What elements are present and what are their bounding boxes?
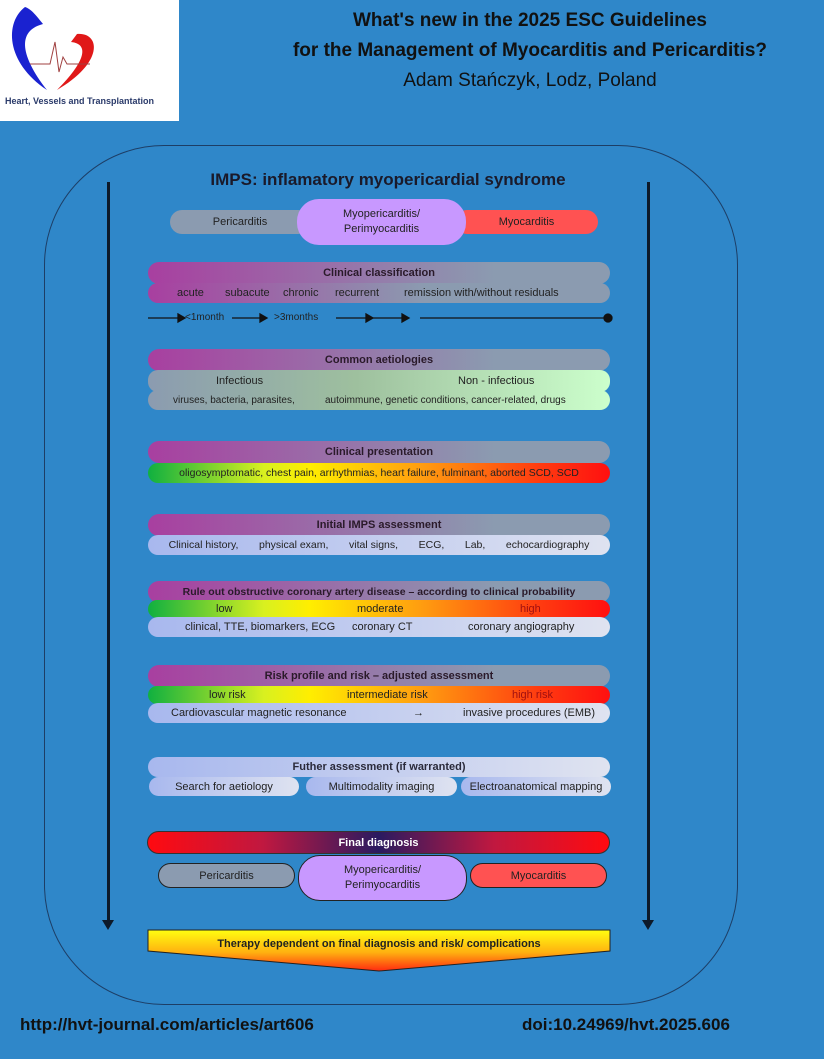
therapy-text: Therapy dependent on final diagnosis and…	[217, 938, 541, 950]
title-line-1: What's new in the 2025 ESC Guidelines	[353, 10, 707, 31]
aetiologies-header: Common aetiologies	[148, 349, 610, 371]
logo-caption: Heart, Vessels and Transplantation	[5, 96, 155, 106]
rule-out-header: Rule out obstructive coronary artery dis…	[148, 581, 610, 603]
risk-level-row: low risk intermediate risk high risk	[148, 686, 610, 704]
non-infectious-examples: autoimmune, genetic conditions, cancer-r…	[325, 394, 566, 406]
left-flow-line	[107, 182, 110, 922]
timeline-more-3-months: >3months	[274, 312, 319, 323]
initial-item: physical exam,	[258, 539, 329, 551]
class-subacute: subacute	[225, 287, 270, 299]
final-myocarditis: Myocarditis	[470, 863, 607, 888]
method-angiography: coronary angiography	[468, 621, 575, 633]
risk-header: Risk profile and risk – adjusted assessm…	[148, 665, 610, 687]
cmr-label: Cardiovascular magnetic resonance	[171, 707, 347, 719]
initial-item: Clinical history,	[168, 539, 239, 551]
presentation-header: Clinical presentation	[148, 441, 610, 463]
probability-low: low	[216, 603, 233, 615]
perimyocarditis-label: Perimyocarditis	[343, 223, 420, 235]
right-arrow-icon	[642, 920, 654, 930]
presentation-text: oligosymptomatic, chest pain, arrhythmia…	[179, 467, 579, 479]
left-arrow-icon	[102, 920, 114, 930]
class-acute: acute	[177, 287, 204, 299]
infectious-label: Infectious	[216, 375, 264, 387]
aetiologies-type-row: Infectious Non - infectious	[148, 370, 610, 392]
method-coronary-ct: coronary CT	[352, 621, 413, 633]
risk-intermediate: intermediate risk	[347, 689, 428, 701]
rule-out-methods-row: clinical, TTE, biomarkers, ECG coronary …	[148, 617, 610, 637]
therapy-banner-shape	[147, 929, 611, 972]
diagram-frame	[44, 145, 738, 1005]
timeline	[148, 312, 613, 324]
journal-logo: Heart, Vessels and Transplantation	[0, 0, 179, 121]
initial-item: vital signs,	[349, 539, 399, 551]
final-pericarditis: Pericarditis	[158, 863, 295, 888]
heart-logo-icon	[12, 7, 94, 90]
further-header: Futher assessment (if warranted)	[148, 757, 610, 777]
rule-out-probability-row: low moderate high	[148, 600, 610, 618]
aetiologies-examples-row: viruses, bacteria, parasites, autoimmune…	[148, 390, 610, 410]
doi[interactable]: doi:10.24969/hvt.2025.606	[522, 1015, 730, 1034]
probability-high: high	[520, 603, 541, 615]
initial-item: echocardiography	[505, 539, 590, 551]
risk-methods-row: Cardiovascular magnetic resonance → inva…	[148, 703, 610, 723]
further-mapping: Electroanatomical mapping	[461, 777, 611, 796]
final-diagnosis-header: Final diagnosis	[147, 831, 610, 854]
final-myopericarditis-label: Myopericarditis/	[343, 864, 422, 877]
classification-row: acute subacute chronic recurrent remissi…	[148, 283, 610, 303]
final-myopericarditis: Myopericarditis/ Perimyocarditis	[298, 855, 467, 901]
risk-low: low risk	[209, 689, 246, 701]
further-aetiology: Search for aetiology	[149, 777, 299, 796]
method-noninvasive: clinical, TTE, biomarkers, ECG	[185, 621, 336, 633]
arrow-right-icon: →	[413, 707, 424, 719]
initial-item: ECG,	[418, 539, 445, 551]
author: Adam Stańczyk, Lodz, Poland	[403, 70, 657, 91]
right-flow-line	[647, 182, 650, 922]
infectious-examples: viruses, bacteria, parasites,	[173, 394, 295, 406]
risk-high: high risk	[512, 689, 553, 701]
initial-assessment-row: Clinical history, physical exam, vital s…	[148, 535, 610, 555]
final-perimyocarditis-label: Perimyocarditis	[344, 879, 421, 891]
non-infectious-label: Non - infectious	[458, 375, 535, 387]
further-imaging: Multimodality imaging	[306, 777, 457, 796]
initial-item: Lab,	[464, 539, 486, 551]
title-line-2: for the Management of Myocarditis and Pe…	[292, 40, 768, 61]
myocarditis-pill: Myocarditis	[455, 210, 598, 234]
class-recurrent: recurrent	[335, 287, 380, 299]
further-title: Futher assessment (if warranted)	[292, 761, 466, 773]
initial-assessment-header: Initial IMPS assessment	[148, 514, 610, 536]
myopericarditis-label: Myopericarditis/	[342, 208, 421, 221]
article-url[interactable]: http://hvt-journal.com/articles/art606	[20, 1015, 314, 1034]
imps-title: IMPS: inflamatory myopericardial syndrom…	[210, 170, 566, 189]
presentation-row: oligosymptomatic, chest pain, arrhythmia…	[148, 463, 610, 483]
classification-header: Clinical classification	[148, 262, 610, 284]
myopericarditis-pill: Myopericarditis/ Perimyocarditis	[297, 199, 466, 245]
pericarditis-pill: Pericarditis	[170, 210, 310, 234]
probability-moderate: moderate	[357, 603, 404, 615]
class-remission: remission with/without residuals	[404, 287, 559, 299]
timeline-less-1-month: <1month	[185, 312, 225, 323]
emb-label: invasive procedures (EMB)	[463, 707, 596, 719]
class-chronic: chronic	[283, 287, 319, 299]
